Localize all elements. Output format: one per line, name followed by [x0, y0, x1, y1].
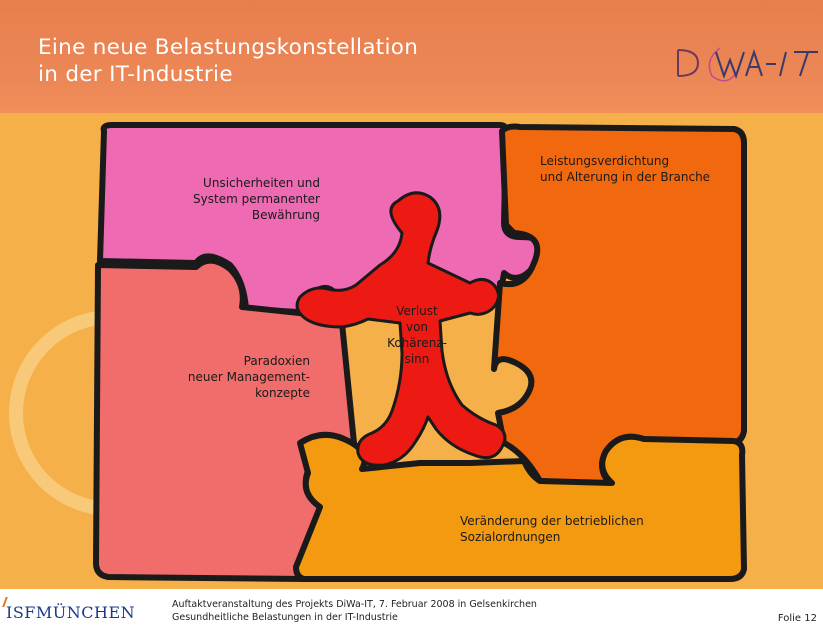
slide-number: Folie 12: [777, 613, 817, 624]
label-top-right: Leistungsverdichtung und Alterung in der…: [540, 154, 711, 184]
diwa-it-logo: [672, 40, 822, 90]
puzzle-piece-top-right: [491, 123, 747, 488]
footer-line-1: Auftaktveranstaltung des Projekts DiWa-I…: [172, 599, 537, 610]
footer-line-2: Gesundheitliche Belastungen in der IT-In…: [172, 612, 398, 623]
slide-title: Eine neue Belastungskonstellation in der…: [38, 34, 418, 88]
isf-logo: ISFMÜNCHEN: [6, 603, 136, 622]
slide-header: Eine neue Belastungskonstellation in der…: [0, 0, 823, 113]
label-left: Paradoxien neuer Management- konzepte: [187, 354, 310, 400]
footer-text: Auftaktveranstaltung des Projekts DiWa-I…: [172, 598, 537, 624]
slide-footer: [0, 589, 823, 629]
label-bottom: Veränderung der betrieblichen Sozialordn…: [460, 514, 644, 544]
diagram-area: Unsicherheiten und System permanenter Be…: [0, 113, 823, 589]
label-top-left: Unsicherheiten und System permanenter Be…: [193, 176, 320, 222]
label-center: Verlust von Kohärenz- sinn: [387, 304, 447, 366]
central-figure: [295, 191, 507, 467]
title-line-1: Eine neue Belastungskonstellation: [38, 35, 419, 60]
title-line-2: in der IT-Industrie: [38, 62, 233, 87]
puzzle-diagram: [9, 122, 747, 582]
